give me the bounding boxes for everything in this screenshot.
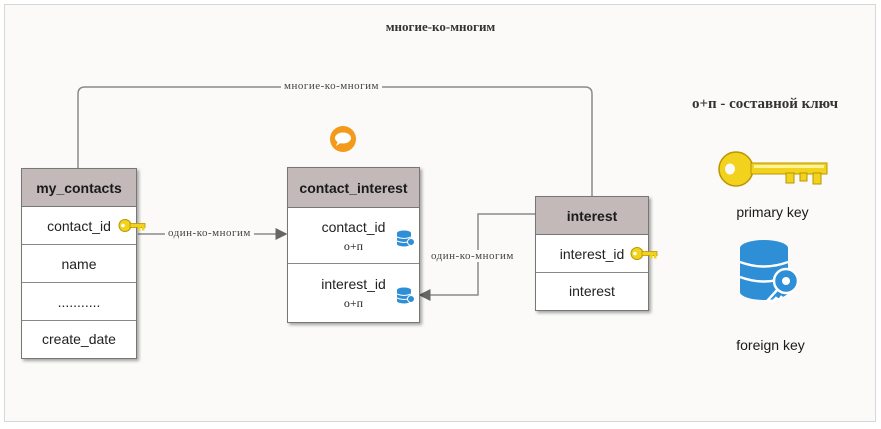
foreign-key-legend-icon (739, 240, 800, 304)
field-interest[interactable]: interest (569, 283, 615, 299)
entity-header: interest (536, 197, 648, 235)
foreign-key-icon (396, 230, 415, 247)
entity-contact-interest[interactable]: contact_interest contact_id о+п interest… (287, 167, 420, 323)
field-label: contact_id (47, 218, 111, 234)
primary-key-icon (118, 219, 146, 232)
composite-key-note: о+п (343, 296, 364, 310)
edge-label-left: один-ко-многим (165, 227, 254, 239)
field-contact-id[interactable]: contact_id (22, 207, 146, 245)
field-label: interest_id (559, 246, 625, 262)
foreign-key-icon (396, 287, 415, 304)
field-name[interactable]: name (22, 245, 136, 283)
primary-key-legend-icon (718, 151, 828, 187)
diagram-canvas (4, 4, 876, 422)
field-label: contact_id (321, 219, 386, 235)
entity-header: my_contacts (22, 169, 136, 207)
composite-key-note: о+п (343, 239, 364, 253)
field-create-date[interactable]: create_date (42, 331, 116, 347)
primary-key-icon (630, 247, 658, 260)
diagram-title: многие-ко-многим (385, 19, 496, 34)
comment-icon[interactable] (329, 125, 357, 153)
entity-my-contacts[interactable]: my_contacts contact_id name ........... … (21, 168, 146, 359)
legend-primary-key-label: primary key (736, 204, 809, 220)
edge-label-right: один-ко-многим (428, 250, 517, 262)
field-label: interest_id (321, 276, 386, 292)
field-interest-id[interactable]: interest_id о+п (288, 264, 419, 322)
entity-interest[interactable]: interest interest_id interest (535, 196, 658, 311)
field-ellipsis[interactable]: ........... (22, 283, 136, 321)
field-interest-id[interactable]: interest_id (536, 235, 658, 273)
edge-label-top: многие-ко-многим (281, 80, 382, 92)
entity-header: contact_interest (288, 168, 419, 208)
field-contact-id[interactable]: contact_id о+п (288, 208, 419, 264)
legend-foreign-key-label: foreign key (736, 337, 805, 353)
legend-title: о+п - составной ключ (691, 96, 839, 112)
